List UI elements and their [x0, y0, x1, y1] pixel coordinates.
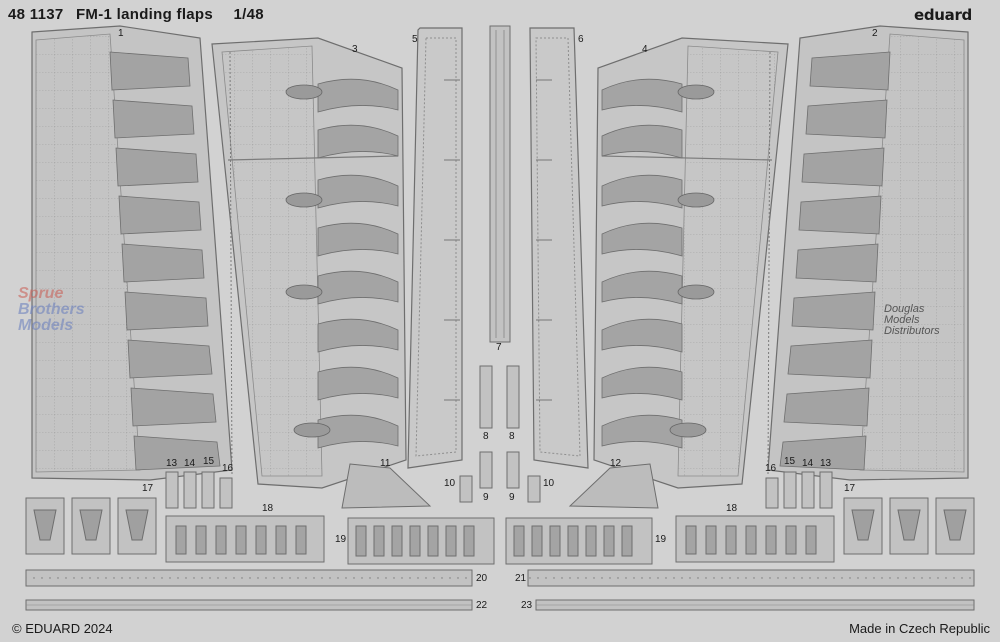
part-label: 10 — [444, 478, 456, 489]
part-label: 1 — [118, 28, 124, 39]
part-label: 14 — [184, 458, 196, 469]
part-2 — [767, 25, 969, 481]
part-label: 9 — [509, 492, 515, 503]
sheet-title: 48 1137 FM-1 landing flaps 1/48 — [8, 6, 264, 23]
parts-11-12 — [341, 463, 659, 509]
part-label: 4 — [642, 44, 648, 55]
part-label: 19 — [335, 534, 347, 545]
part-label: 11 — [380, 458, 391, 469]
part-7 — [489, 25, 511, 343]
parts-13-16 — [165, 471, 833, 509]
part-label: 18 — [726, 503, 738, 514]
part-label: 22 — [476, 600, 488, 611]
part-label: 3 — [352, 44, 358, 55]
part-label: 19 — [655, 534, 667, 545]
douglas-models-watermark: Douglas Models Distributors — [884, 303, 940, 337]
part-label: 9 — [483, 492, 489, 503]
parts-22-23 — [25, 599, 975, 611]
sheet-code: 48 1137 — [8, 6, 64, 23]
part-6 — [529, 27, 589, 469]
part-label: 8 — [509, 431, 515, 442]
part-label: 14 — [802, 458, 814, 469]
part-label: 15 — [203, 456, 215, 467]
part-label: 12 — [610, 458, 622, 469]
part-label: 10 — [543, 478, 555, 489]
part-label: 15 — [784, 456, 796, 467]
part-label: 6 — [578, 34, 584, 45]
parts-18-19 — [165, 515, 835, 565]
part-label: 16 — [765, 463, 777, 474]
origin-text: Made in Czech Republic — [849, 621, 990, 636]
part-label: 17 — [142, 483, 154, 494]
part-label: 18 — [262, 503, 274, 514]
part-label: 2 — [872, 28, 878, 39]
brand-logo: eduard — [913, 6, 972, 24]
part-label: 13 — [166, 458, 178, 469]
part-label: 21 — [515, 573, 527, 584]
parts-8-9 — [479, 365, 520, 489]
sprue-brothers-watermark: Sprue Brothers Models — [18, 285, 85, 334]
sheet-name: FM-1 landing flaps — [75, 6, 214, 23]
parts-17 — [25, 497, 975, 555]
part-label: 8 — [483, 431, 489, 442]
part-5 — [407, 27, 463, 469]
part-label: 5 — [412, 34, 418, 45]
part-label: 17 — [844, 483, 856, 494]
part-label: 20 — [476, 573, 488, 584]
part-4 — [593, 37, 789, 489]
part-3 — [211, 37, 407, 489]
parts-20-21 — [25, 569, 975, 587]
sheet-scale: 1/48 — [233, 6, 264, 23]
copyright-text: © EDUARD 2024 — [12, 621, 113, 636]
part-label: 16 — [222, 463, 234, 474]
part-label: 13 — [820, 458, 832, 469]
part-label: 23 — [521, 600, 533, 611]
parts-10 — [459, 475, 541, 503]
part-label: 7 — [496, 342, 502, 353]
part-1 — [31, 25, 233, 481]
